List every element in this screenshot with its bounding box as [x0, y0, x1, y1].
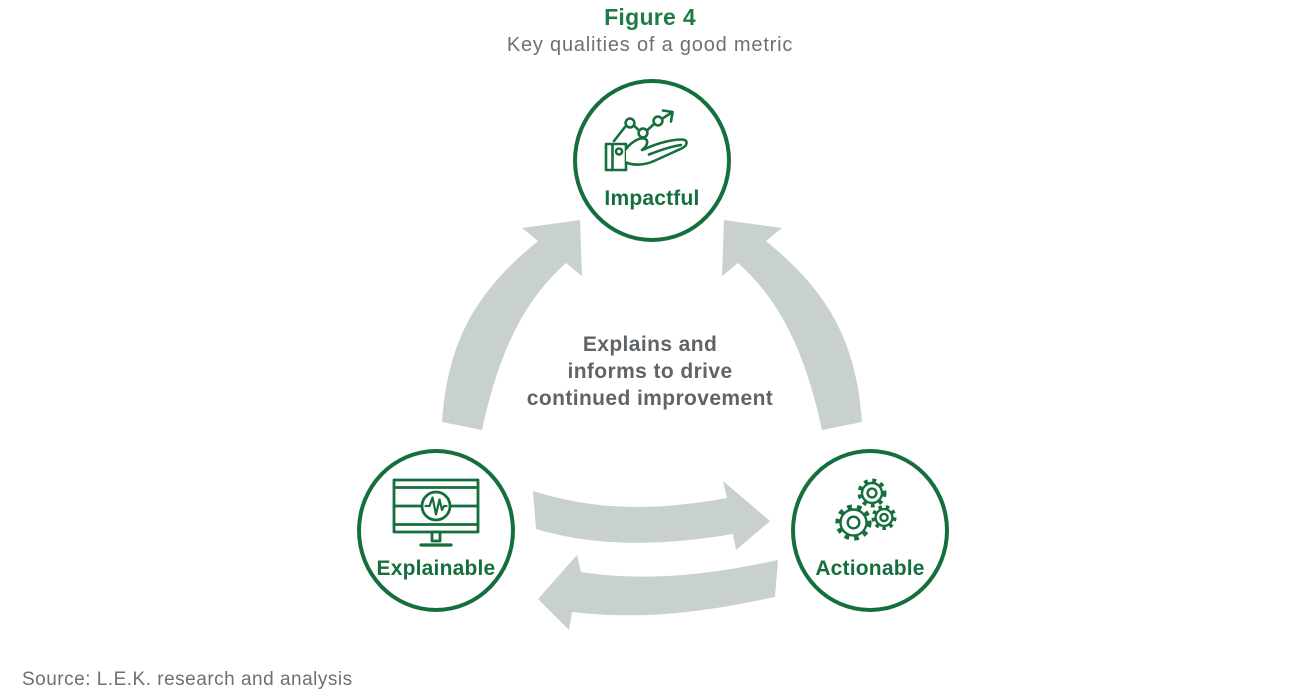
- source-note: Source: L.E.K. research and analysis: [22, 669, 353, 690]
- center-caption: Explains and informs to drive continued …: [0, 331, 1300, 412]
- node-actionable: Actionable: [791, 449, 949, 612]
- node-impactful-label: Impactful: [604, 186, 700, 210]
- monitor-pulse-icon: [392, 478, 480, 547]
- node-impactful: Impactful: [573, 79, 731, 242]
- gears-icon: [835, 478, 897, 541]
- center-caption-line: continued improvement: [526, 387, 774, 410]
- hand-growth-chart-icon: [604, 108, 688, 171]
- center-caption-line: Explains and: [582, 333, 718, 356]
- figure-subtitle: Key qualities of a good metric: [506, 34, 794, 56]
- arrow-explainable-to-impactful: [442, 220, 582, 430]
- arrow-actionable-to-explainable: [538, 555, 778, 630]
- center-caption-line: informs to drive: [567, 360, 733, 383]
- node-explainable: Explainable: [357, 449, 515, 612]
- arrow-actionable-to-impactful: [722, 220, 862, 430]
- arrow-explainable-to-actionable: [533, 481, 770, 550]
- node-actionable-label: Actionable: [815, 556, 925, 580]
- node-explainable-label: Explainable: [376, 556, 496, 580]
- figure-title: Figure 4: [604, 4, 696, 30]
